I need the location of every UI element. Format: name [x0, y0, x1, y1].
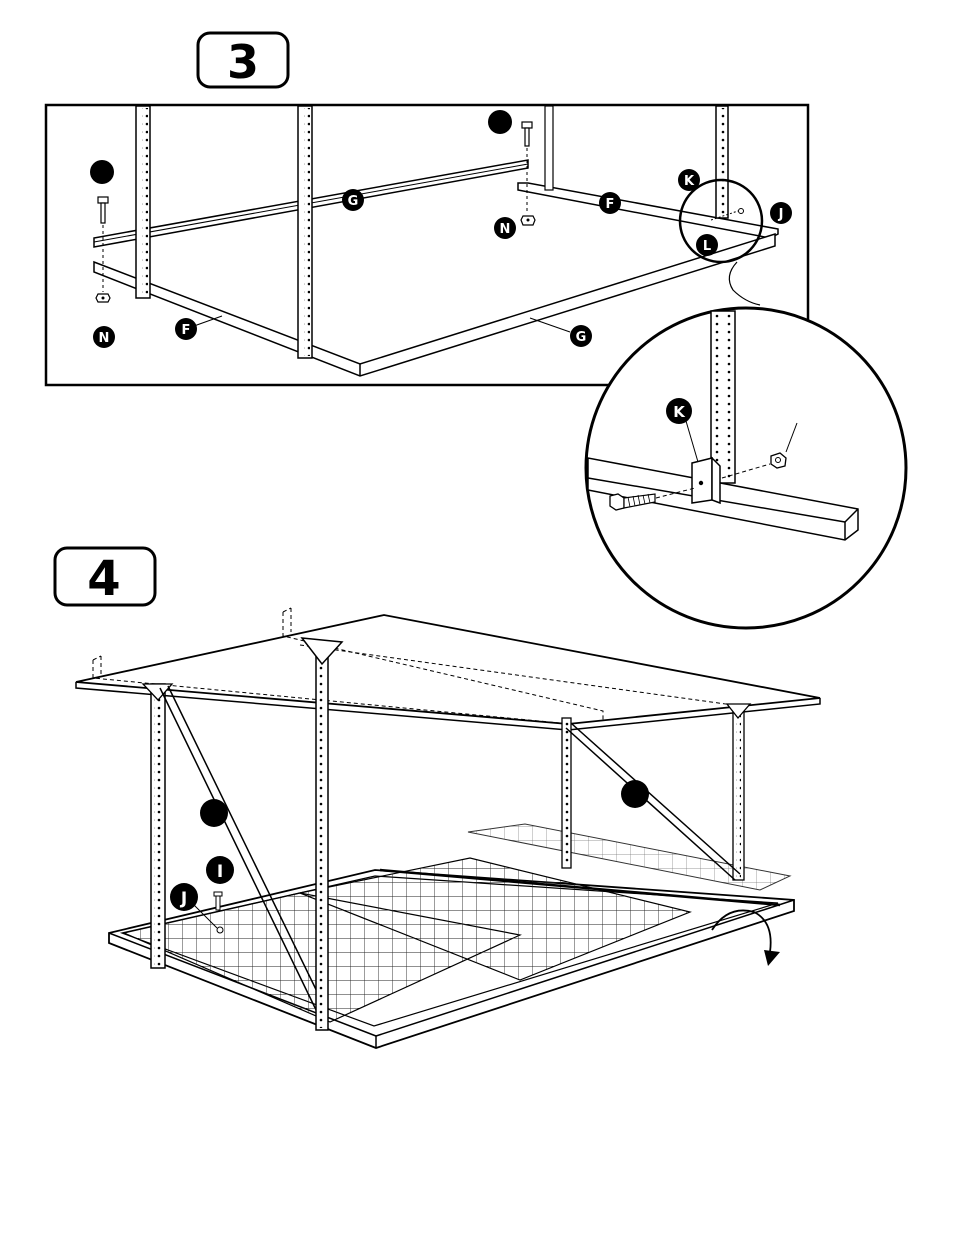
- k-bracket-icon: [692, 458, 720, 503]
- svg-text:J: J: [778, 207, 784, 222]
- step-4-badge: 4: [55, 548, 155, 607]
- upright-back-left: [562, 718, 571, 868]
- upright-back-right: [727, 704, 750, 880]
- svg-text:F: F: [182, 323, 191, 338]
- svg-text:J: J: [180, 889, 187, 909]
- step-4-number: 4: [87, 551, 120, 607]
- callout-f-rear: F: [599, 192, 621, 214]
- svg-text:G: G: [576, 330, 587, 345]
- svg-text:F: F: [606, 197, 615, 212]
- callout-bullet: [90, 160, 114, 184]
- callout-k-top: K: [678, 169, 700, 191]
- callout-i-bolt: I: [206, 856, 234, 884]
- callout-f-front: F: [175, 318, 197, 340]
- nut-icon: [521, 216, 535, 225]
- ceiling-frame: [76, 615, 820, 724]
- svg-text:G: G: [348, 194, 359, 209]
- step-4-rack-illustration: I J: [76, 608, 820, 1048]
- callout-l-top: L: [696, 234, 718, 256]
- upright-right: [716, 106, 728, 218]
- svg-text:N: N: [99, 331, 110, 346]
- upright-center: [298, 106, 312, 358]
- callout-n-left: N: [93, 326, 115, 348]
- callout-bullet: [200, 799, 228, 827]
- callout-k-detail: K: [666, 398, 692, 424]
- nut-icon: [96, 294, 110, 302]
- svg-text:N: N: [500, 222, 511, 237]
- callout-j-nut: J: [170, 883, 198, 911]
- upright-left: [136, 106, 150, 298]
- callout-g-front: G: [570, 325, 592, 347]
- svg-text:K: K: [673, 403, 686, 421]
- svg-text:L: L: [703, 239, 711, 254]
- step-3-badge: 3: [198, 33, 288, 89]
- step-3-number: 3: [227, 35, 259, 89]
- callout-j-top: J: [770, 202, 792, 224]
- upright-rear: [545, 106, 553, 190]
- nut-icon: [217, 927, 223, 933]
- svg-text:I: I: [217, 862, 223, 882]
- svg-text:K: K: [684, 174, 695, 189]
- callout-bullet: [621, 780, 649, 808]
- callout-g-rear: G: [342, 189, 364, 211]
- callout-n-mid: N: [494, 217, 516, 239]
- detail-magnifier-large: K: [586, 308, 906, 628]
- callout-bullet: [488, 110, 512, 134]
